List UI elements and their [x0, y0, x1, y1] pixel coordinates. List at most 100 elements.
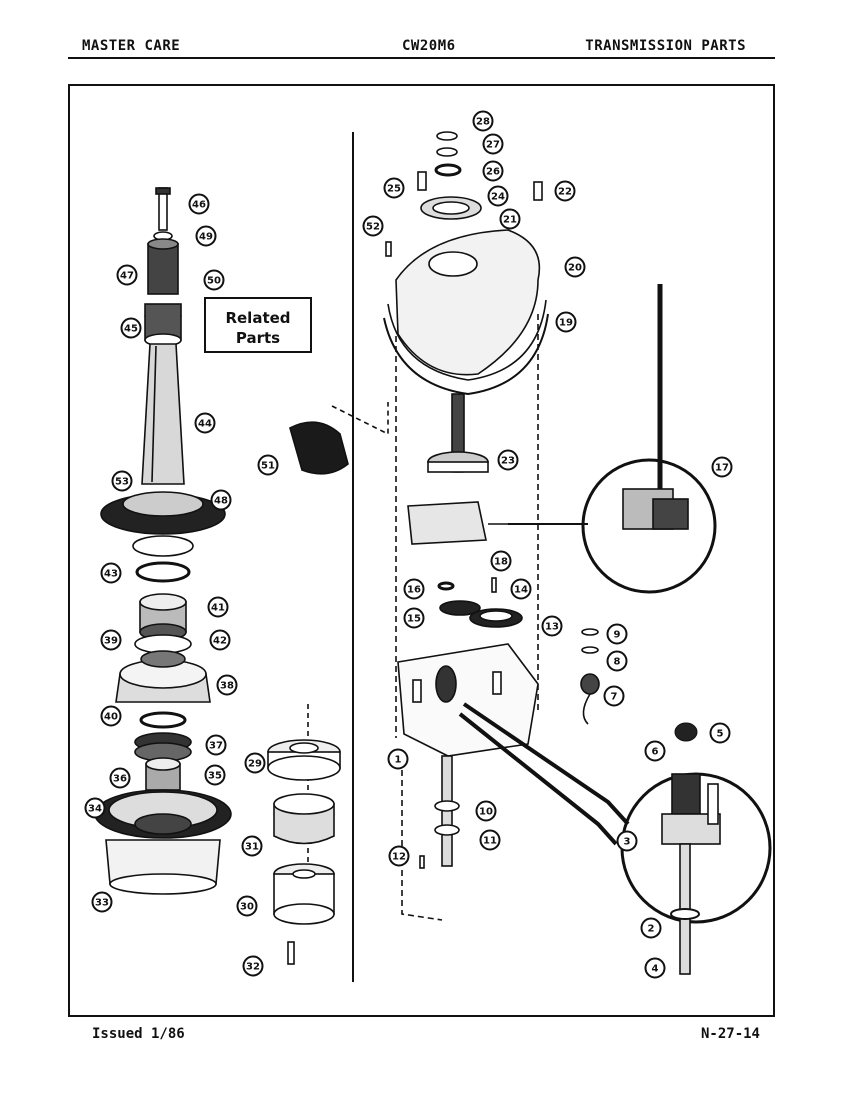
callout-2: 2	[640, 917, 662, 939]
callout-46: 46	[188, 193, 210, 215]
callout-number: 37	[209, 741, 223, 752]
callout-number: 9	[614, 630, 621, 641]
related-parts-line1: Related	[225, 309, 290, 327]
page-code: N-27-14	[700, 1026, 760, 1042]
callout-number: 24	[491, 192, 505, 203]
callout-number: 4	[652, 964, 659, 975]
callout-47: 47	[116, 264, 138, 286]
callout-52: 52	[362, 215, 384, 237]
callout-number: 41	[211, 603, 225, 614]
callout-number: 14	[514, 585, 528, 596]
transmission-assembly	[383, 131, 600, 921]
callout-15: 15	[403, 607, 425, 629]
callout-number: 23	[501, 456, 515, 467]
callout-43: 43	[100, 562, 122, 584]
callout-16: 16	[403, 578, 425, 600]
callout-26: 26	[482, 160, 504, 182]
callout-number: 22	[558, 187, 572, 198]
callout-number: 36	[113, 774, 127, 785]
callout-17: 17	[711, 456, 733, 478]
callout-32: 32	[242, 955, 264, 977]
callout-28: 28	[472, 110, 494, 132]
callout-18: 18	[490, 550, 512, 572]
callout-number: 7	[611, 692, 618, 703]
callout-number: 46	[192, 200, 206, 211]
callout-number: 29	[248, 759, 262, 770]
callout-number: 44	[198, 419, 212, 430]
callout-number: 16	[407, 585, 421, 596]
callout-number: 35	[208, 771, 222, 782]
callout-22: 22	[554, 180, 576, 202]
callout-33: 33	[91, 891, 113, 913]
callout-44: 44	[194, 412, 216, 434]
callout-number: 12	[392, 852, 406, 863]
callout-number: 18	[494, 557, 508, 568]
callout-number: 50	[207, 276, 221, 287]
callout-14: 14	[510, 578, 532, 600]
callout-number: 51	[261, 461, 275, 472]
nut-47	[147, 243, 179, 295]
callout-50: 50	[203, 269, 225, 291]
header-model: CW20M6	[402, 38, 456, 54]
callout-34: 34	[84, 797, 106, 819]
callout-number: 47	[120, 271, 134, 282]
callout-7: 7	[603, 685, 625, 707]
related-parts-line2: Parts	[236, 329, 280, 347]
callout-21: 21	[499, 208, 521, 230]
callout-51: 51	[257, 454, 279, 476]
callout-12: 12	[388, 845, 410, 867]
callout-number: 52	[366, 222, 380, 233]
callout-number: 6	[652, 747, 659, 758]
callout-number: 17	[715, 463, 729, 474]
callout-number: 28	[476, 117, 490, 128]
callout-number: 10	[479, 807, 493, 818]
header-brand: MASTER CARE	[82, 38, 181, 54]
callout-9: 9	[606, 623, 628, 645]
detail-agitator-drive	[458, 702, 772, 975]
callout-number: 21	[503, 215, 517, 226]
callout-41: 41	[207, 596, 229, 618]
callout-42: 42	[209, 629, 231, 651]
callout-number: 32	[246, 962, 260, 973]
callout-49: 49	[195, 225, 217, 247]
callout-8: 8	[606, 650, 628, 672]
callout-27: 27	[482, 133, 504, 155]
callout-number: 30	[240, 902, 254, 913]
callout-20: 20	[564, 256, 586, 278]
callout-number: 2	[648, 924, 655, 935]
callout-4: 4	[644, 957, 666, 979]
callout-number: 26	[486, 167, 500, 178]
callout-3: 3	[616, 830, 638, 852]
callout-30: 30	[236, 895, 258, 917]
callout-number: 20	[568, 263, 582, 274]
callout-number: 31	[245, 842, 259, 853]
callout-45: 45	[120, 317, 142, 339]
header-rule	[68, 57, 775, 59]
issued-date: Issued 1/86	[92, 1026, 185, 1042]
callout-25: 25	[383, 177, 405, 199]
callout-48: 48	[210, 489, 232, 511]
callout-number: 43	[104, 569, 118, 580]
detail-17	[508, 284, 717, 594]
callout-10: 10	[475, 800, 497, 822]
callout-number: 34	[88, 804, 102, 815]
callout-number: 25	[387, 184, 401, 195]
callout-36: 36	[109, 767, 131, 789]
callout-number: 53	[115, 477, 129, 488]
callout-38: 38	[216, 674, 238, 696]
callout-number: 39	[104, 636, 118, 647]
callout-number: 13	[545, 622, 559, 633]
callout-number: 19	[559, 318, 573, 329]
callout-number: 48	[214, 496, 228, 507]
callout-number: 49	[199, 232, 213, 243]
callout-1: 1	[387, 748, 409, 770]
callout-number: 42	[213, 636, 227, 647]
callout-number: 5	[717, 729, 724, 740]
callout-number: 8	[614, 657, 621, 668]
exploded-parts-diagram: Related Parts	[84, 110, 772, 982]
callout-6: 6	[644, 740, 666, 762]
callout-24: 24	[487, 185, 509, 207]
callout-number: 11	[483, 836, 497, 847]
part-51	[289, 402, 389, 475]
